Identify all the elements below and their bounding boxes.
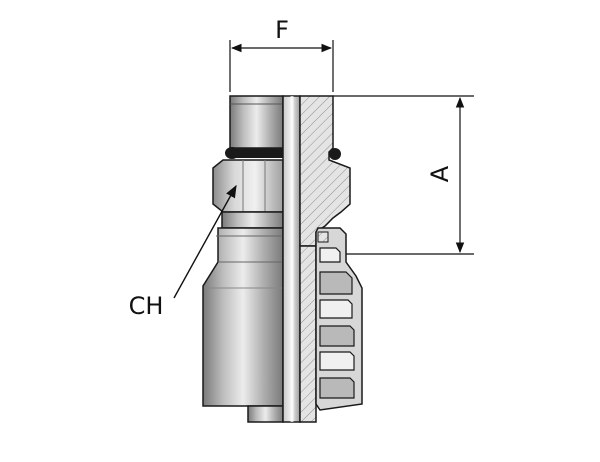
ferrule-exterior	[202, 227, 284, 407]
dimension-f: F	[229, 16, 334, 92]
bore	[282, 95, 301, 423]
hex-callout: CH	[129, 184, 237, 320]
o-ring	[225, 147, 341, 160]
stem-tail	[247, 405, 284, 423]
label-a: A	[426, 165, 454, 182]
nipple-exterior	[229, 95, 284, 149]
dimension-a: A	[333, 95, 474, 255]
neck	[221, 211, 284, 229]
hex-body	[212, 159, 284, 213]
section-stem	[299, 245, 317, 423]
section-upper	[299, 95, 351, 247]
label-f: F	[275, 16, 289, 44]
leader-line-ch	[173, 184, 237, 299]
section-ferrule	[315, 227, 363, 411]
label-ch: CH	[129, 292, 164, 320]
